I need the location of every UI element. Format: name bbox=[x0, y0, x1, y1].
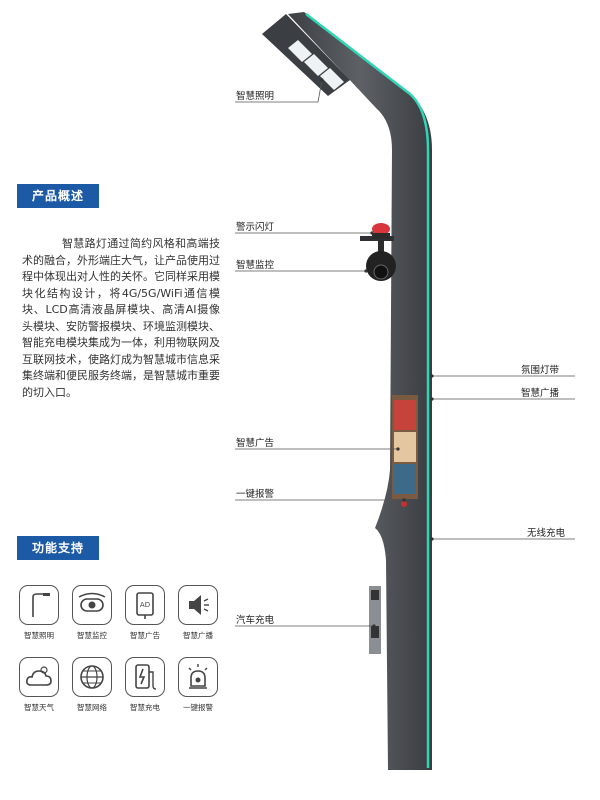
feature-label-broadcast: 智慧广播 bbox=[183, 631, 213, 640]
lamp-led-2 bbox=[304, 54, 328, 76]
alarm-button-icon bbox=[178, 657, 218, 697]
callout-sos: 一键报警 bbox=[236, 489, 275, 500]
ambient-strip bbox=[305, 13, 430, 768]
feature-label-network: 智慧网络 bbox=[77, 703, 107, 712]
globe-network-icon bbox=[72, 657, 112, 697]
charging-icon bbox=[125, 657, 165, 697]
callout-ambient-strip: 氛围灯带 bbox=[521, 365, 560, 376]
sos-button bbox=[401, 501, 407, 507]
callout-monitoring: 智慧监控 bbox=[236, 260, 275, 271]
callout-warning-light: 警示闪灯 bbox=[236, 222, 275, 233]
feature-label-monitoring: 智慧监控 bbox=[77, 631, 107, 640]
overview-text: 智慧路灯通过简约风格和高端技术的融合，外形端庄大气，让产品使用过程中体现出对人性… bbox=[22, 237, 220, 399]
overview-heading: 产品概述 bbox=[17, 184, 99, 208]
callout-lighting: 智慧照明 bbox=[236, 91, 275, 102]
street-lamp-icon bbox=[19, 585, 59, 625]
callout-wireless-charging: 无线充电 bbox=[527, 528, 566, 539]
warning-light bbox=[372, 223, 390, 235]
features-heading: 功能支持 bbox=[17, 536, 99, 560]
lamp-led-1 bbox=[288, 40, 312, 62]
svg-text:AD: AD bbox=[140, 601, 150, 609]
camera-icon bbox=[72, 585, 112, 625]
speaker-icon bbox=[178, 585, 218, 625]
weather-icon bbox=[19, 657, 59, 697]
callout-broadcast: 智慧广播 bbox=[521, 388, 560, 399]
feature-label-advertising: 智慧广告 bbox=[130, 631, 160, 640]
callout-advertising: 智慧广告 bbox=[236, 438, 275, 449]
lamp-led-3 bbox=[320, 68, 344, 90]
feature-label-lighting: 智慧照明 bbox=[24, 631, 54, 640]
ad-screen-icon: AD bbox=[125, 585, 165, 625]
feature-label-weather: 智慧天气 bbox=[24, 703, 54, 712]
pole-body bbox=[288, 12, 432, 770]
callout-car-charging: 汽车充电 bbox=[236, 615, 275, 626]
feature-label-charging: 智慧充电 bbox=[130, 703, 160, 712]
feature-label-sos: 一键报警 bbox=[183, 703, 213, 712]
